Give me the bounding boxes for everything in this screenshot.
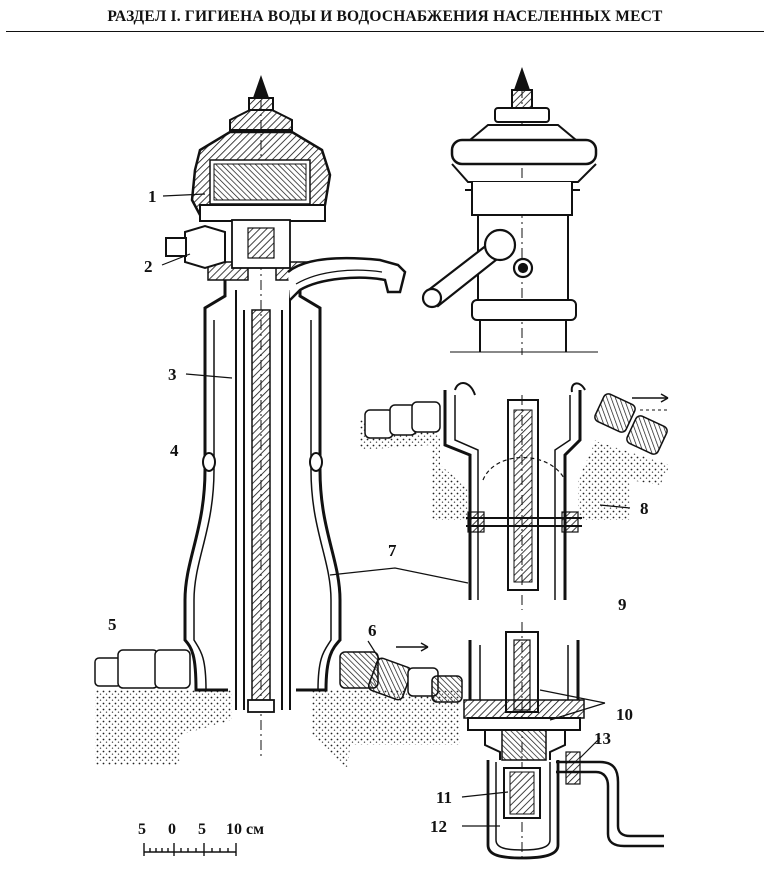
valve-body bbox=[165, 224, 226, 270]
pump-casing bbox=[183, 320, 342, 692]
callout-11: 13 bbox=[594, 729, 611, 748]
drain-pipe bbox=[556, 760, 664, 838]
callout-6: 6 bbox=[368, 621, 377, 640]
callout-9: 9 bbox=[618, 595, 627, 614]
callout-8: 8 bbox=[640, 499, 649, 518]
scale-tick-label: 0 bbox=[168, 821, 176, 838]
callout-4: 4 bbox=[170, 441, 179, 460]
callout-13: 12 bbox=[430, 817, 447, 836]
header-divider bbox=[6, 31, 764, 32]
callout-12: 11 bbox=[436, 788, 452, 807]
base-section bbox=[360, 382, 670, 610]
callout-5: 5 bbox=[108, 615, 117, 634]
callout-7: 7 bbox=[388, 541, 397, 560]
paving-stones-mid bbox=[364, 393, 668, 455]
paving-stones-left bbox=[94, 649, 191, 689]
bottom-valve-section bbox=[463, 622, 664, 860]
scale-tick-label: 10 см bbox=[226, 821, 264, 838]
leader-lines-right bbox=[461, 504, 631, 827]
pump-column-section bbox=[94, 74, 463, 770]
ground-soil-right bbox=[312, 690, 460, 770]
pump-head-exterior bbox=[421, 66, 598, 355]
leader-lines-left bbox=[161, 193, 469, 661]
scale-bar: 5 0 5 10 см bbox=[138, 821, 264, 856]
callout-10: 10 bbox=[616, 705, 633, 724]
callout-1: 1 bbox=[148, 187, 157, 206]
callout-2: 2 bbox=[144, 257, 153, 276]
scale-tick-label: 5 bbox=[198, 821, 206, 838]
section-title: РАЗДЕЛ I. ГИГИЕНА ВОДЫ И ВОДОСНАБЖЕНИЯ Н… bbox=[107, 8, 663, 25]
page-header: РАЗДЕЛ I. ГИГИЕНА ВОДЫ И ВОДОСНАБЖЕНИЯ Н… bbox=[0, 0, 770, 34]
spout bbox=[287, 256, 407, 301]
paving-stones-right bbox=[339, 651, 463, 703]
pump-head bbox=[190, 74, 332, 269]
pump-handle bbox=[421, 228, 534, 309]
scale-tick-label: 5 bbox=[138, 821, 146, 838]
callout-3: 3 bbox=[168, 365, 177, 384]
ground-soil-left bbox=[95, 690, 232, 765]
